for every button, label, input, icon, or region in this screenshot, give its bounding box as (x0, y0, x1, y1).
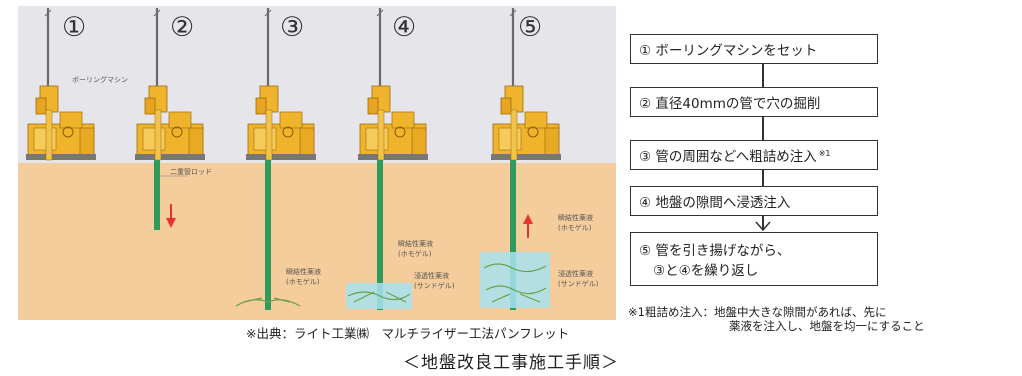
flow-connector (762, 64, 764, 87)
procedure-flowchart: ① ボーリングマシンをセット ② 直径40mmの管で穴の掘削 ③ 管の周囲などへ… (630, 30, 890, 320)
flow-step-1-text: ① ボーリングマシンをセット (639, 43, 818, 59)
homogel-label-a1: 瞬結性薬液 (398, 239, 433, 248)
flow-step-2-text: ② 直径40mmの管で穴の掘削 (639, 96, 821, 112)
homogel-label-line1: 瞬結性薬液 (286, 267, 321, 276)
flow-step-3: ③ 管の周囲などへ粗詰め注入※1 (630, 140, 878, 170)
footnote-line2: 薬液を注入し、地盤を均一にすること (729, 319, 925, 333)
flow-step-1: ① ボーリングマシンをセット (630, 34, 878, 64)
footnote: ※1粗詰め注入：地盤中大きな隙間があれば、先に 薬液を注入し、地盤を均一にするこ… (628, 305, 925, 333)
flow-step-5-line1: ⑤ 管を引き揚げながら、 (639, 243, 791, 259)
sandgel-label-b1: 浸透性薬液 (558, 269, 593, 278)
flow-step-3-text: ③ 管の周囲などへ粗詰め注入 (639, 149, 817, 165)
homogel-label-a2: (ホモゲル) (398, 249, 432, 258)
flow-step-4-text: ④ 地盤の隙間へ浸透注入 (639, 195, 791, 211)
sandgel-label-line2: (サンドゲル) (414, 281, 455, 290)
figure-caption: ＜地盤改良工事施工手順＞ (403, 353, 619, 373)
step-number-3: ③ (280, 12, 304, 43)
step-number-5: ⑤ (518, 12, 542, 43)
flow-connector (762, 216, 764, 230)
flow-step-5-line2: ③と④を繰り返し (653, 263, 759, 279)
homogel-label-line2: (ホモゲル) (286, 277, 320, 286)
flow-connector (762, 170, 764, 186)
rod-label: 二重管ロッド (170, 167, 212, 176)
step-number-2: ② (170, 12, 194, 43)
flow-step-5: ⑤ 管を引き揚げながら、 ③と④を繰り返し (630, 232, 878, 286)
construction-illustration: ボーリングマシン 二重管ロッド 瞬結性薬液 (ホモゲル) 瞬結性薬液 (ホモゲル… (18, 6, 616, 320)
sandgel-label-b2: (サンドゲル) (558, 279, 599, 288)
machine-label: ボーリングマシン (72, 75, 128, 84)
source-credit: ※出典：ライト工業㈱ マルチライザー工法パンフレット (246, 326, 570, 341)
flow-step-4: ④ 地盤の隙間へ浸透注入 (630, 186, 878, 216)
homogel-label-b2: (ホモゲル) (558, 223, 592, 232)
down-arrow-icon (166, 204, 176, 228)
down-arrow-icon (755, 221, 771, 232)
flow-connector (762, 117, 764, 140)
step-number-1: ① (62, 12, 86, 43)
step-number-4: ④ (392, 12, 416, 43)
footnote-line1: ※1粗詰め注入：地盤中大きな隙間があれば、先に (628, 305, 887, 319)
homogel-label-b1: 瞬結性薬液 (558, 213, 593, 222)
flow-step-2: ② 直径40mmの管で穴の掘削 (630, 87, 878, 117)
up-arrow-icon (523, 214, 533, 238)
footnote-marker: ※1 (818, 148, 831, 158)
sandgel-label-line1: 浸透性薬液 (414, 271, 449, 280)
